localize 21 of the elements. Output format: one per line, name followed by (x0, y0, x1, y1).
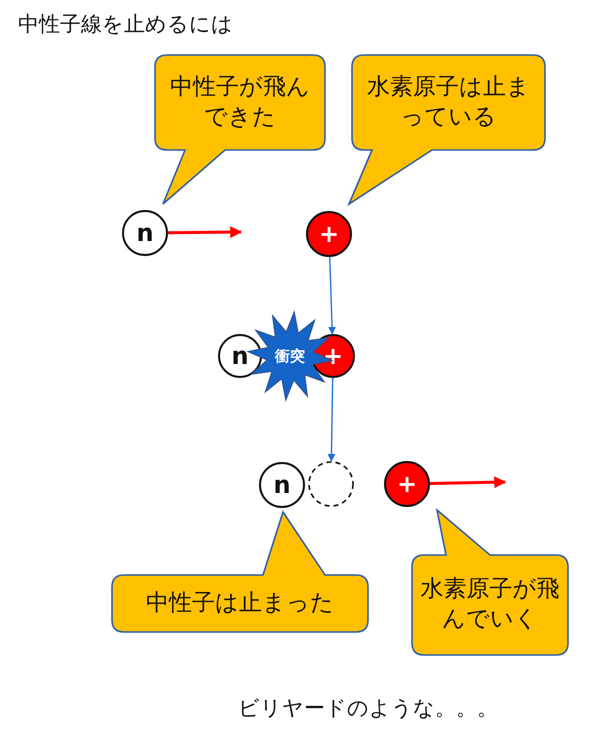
proton-circle: + (384, 461, 430, 507)
bubble-text: 水素原子は止まっている (366, 72, 531, 132)
arrow (168, 226, 242, 238)
neutron-circle: n (122, 210, 168, 256)
caption: ビリヤードのような。。。 (238, 695, 498, 722)
neutron-circle: n (218, 334, 262, 378)
bubble-text: 中性子が飛んできた (169, 72, 311, 132)
arrow (328, 378, 336, 462)
arrow (430, 476, 506, 488)
speech-bubble (155, 55, 325, 204)
title: 中性子線を止めるには (18, 11, 233, 38)
empty-circle (308, 461, 354, 507)
bubble-text: 水素原子が飛んでいく (420, 575, 560, 634)
bubble-text: 中性子は止まった (145, 588, 335, 618)
proton-circle: + (306, 211, 352, 257)
arrow (328, 256, 336, 335)
burst-text: 衝突 (275, 346, 305, 366)
speech-bubble (112, 512, 368, 632)
neutron-circle: n (259, 462, 305, 508)
speech-bubble (349, 55, 545, 204)
speech-bubble (412, 510, 568, 655)
